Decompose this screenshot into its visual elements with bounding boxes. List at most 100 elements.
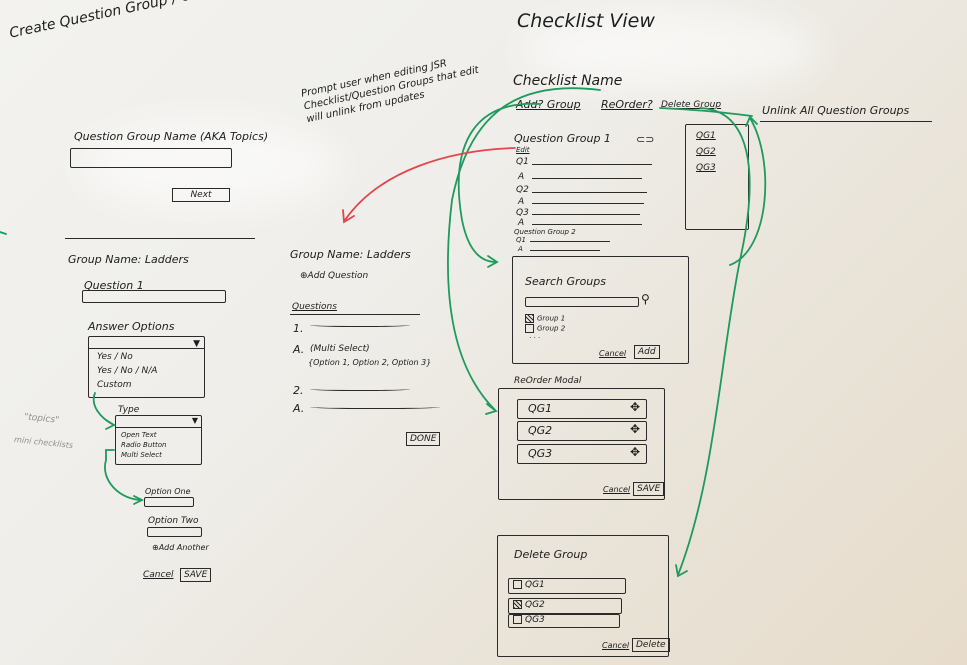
cancel-link[interactable]: Cancel	[602, 641, 630, 650]
edit-link[interactable]: Edit	[516, 146, 530, 154]
questions-label: Questions	[292, 302, 337, 312]
search-groups-title: Search Groups	[525, 275, 606, 288]
cancel-link[interactable]: Cancel	[143, 570, 174, 580]
answer-2-label: A.	[293, 402, 305, 415]
checkbox-icon[interactable]	[525, 314, 534, 323]
delete-item[interactable]: QG2	[508, 598, 622, 614]
side-note-mini: mini checklists	[13, 434, 74, 451]
reorder-modal-title: ReOrder Modal	[514, 376, 582, 386]
line-label: A	[518, 245, 523, 253]
option-two-input[interactable]	[147, 527, 202, 537]
question-1-number: 1.	[293, 322, 304, 335]
arrow-add-to-search	[457, 103, 541, 263]
checkbox-icon[interactable]	[513, 600, 522, 609]
type-dropdown[interactable]: ▼ Open Text Radio Button Multi Select	[115, 415, 202, 465]
add-question-link[interactable]: ⊕Add Question	[300, 271, 369, 281]
delete-group-link[interactable]: Delete Group	[661, 100, 722, 110]
checkbox-icon[interactable]	[513, 580, 522, 589]
link-icon[interactable]: ⊂⊃	[636, 133, 655, 146]
group-sidebar: QG1 QG2 QG3	[685, 124, 749, 230]
question-2-number: 2.	[293, 384, 304, 397]
answer-options-text: {Option 1, Option 2, Option 3}	[308, 358, 432, 367]
cancel-link[interactable]: Cancel	[603, 485, 631, 494]
sidebar-item-qg2[interactable]: QG2	[696, 147, 716, 157]
sidebar-item-qg3[interactable]: QG3	[696, 163, 716, 173]
search-input[interactable]	[525, 297, 639, 307]
answer-options-dropdown[interactable]: ▼ Yes / No Yes / No / N/A Custom	[88, 336, 205, 398]
option-custom[interactable]: Custom	[97, 380, 132, 390]
delete-item[interactable]: QG1	[508, 578, 626, 594]
add-another-link[interactable]: ⊕Add Another	[152, 543, 209, 552]
glare	[80, 120, 340, 210]
line-label: A	[518, 197, 525, 207]
checklist-view-title: Checklist View	[517, 10, 655, 32]
checklist-name: Checklist Name	[513, 73, 623, 89]
divider	[65, 238, 255, 239]
glare	[520, 10, 820, 90]
arrow-head	[133, 495, 145, 505]
search-result-item[interactable]: Group 2	[525, 324, 565, 333]
question-1-text	[310, 322, 410, 327]
option-yes-no[interactable]: Yes / No	[97, 352, 133, 362]
option-one-input[interactable]	[144, 497, 194, 507]
delete-item[interactable]: QG3	[508, 614, 620, 628]
type-label: Type	[118, 405, 140, 415]
create-title: Create Question Group / Checklist	[8, 0, 245, 42]
checkbox-icon[interactable]	[525, 324, 534, 333]
arrow-head	[342, 209, 355, 224]
question-2-text	[310, 386, 410, 391]
answer-2-text	[310, 404, 440, 409]
line-label: A	[518, 172, 525, 182]
unlink-all-link[interactable]: Unlink All Question Groups	[762, 104, 910, 117]
drag-handle-icon[interactable]: ✥	[629, 445, 640, 459]
reorder-item[interactable]: QG2 ✥	[517, 421, 647, 441]
option-two-label: Option Two	[148, 516, 199, 526]
side-note-topics: "topics"	[23, 412, 60, 426]
multi-select-label: (Multi Select)	[310, 344, 370, 354]
delete-button[interactable]: Delete	[632, 638, 670, 652]
reorder-item[interactable]: QG3 ✥	[517, 444, 647, 464]
drag-handle-icon[interactable]: ✥	[629, 422, 640, 436]
arrow-head	[675, 564, 688, 578]
prompt-note: Prompt user when editing JSR Checklist/Q…	[300, 58, 480, 126]
reorder-item[interactable]: QG1 ✥	[517, 399, 647, 419]
sidebar-item-qg1[interactable]: QG1	[696, 131, 716, 141]
next-button[interactable]: Next	[172, 188, 230, 202]
option-yes-no-na[interactable]: Yes / No / N/A	[97, 366, 158, 376]
question-group-2-title: Question Group 2	[514, 228, 576, 236]
done-button[interactable]: DONE	[406, 432, 441, 446]
arrow-head	[487, 255, 499, 268]
line-label: Q1	[516, 157, 529, 167]
line-label: Q2	[516, 185, 529, 195]
type-radio-button[interactable]: Radio Button	[121, 441, 167, 449]
add-group-link[interactable]: Add? Group	[516, 98, 581, 111]
answer-1-label: A.	[293, 343, 305, 356]
dropdown-arrow-icon: ▼	[191, 416, 198, 425]
type-multi-select[interactable]: Multi Select	[121, 451, 162, 459]
line-label: Q3	[516, 208, 529, 218]
arrow-head	[485, 403, 498, 415]
arrow-edit-to-prompt	[344, 147, 516, 221]
delete-group-modal: Delete Group QG1 QG2 QG3 Cancel Delete	[497, 535, 670, 657]
search-result-item[interactable]: Group 1	[525, 314, 565, 323]
search-groups-modal: Search Groups ⚲ Group 1 Group 2 · · · Ca…	[512, 256, 689, 364]
search-icon[interactable]: ⚲	[641, 292, 650, 306]
type-open-text[interactable]: Open Text	[121, 431, 157, 439]
middle-group-name: Group Name: Ladders	[290, 248, 411, 261]
option-one-label: Option One	[145, 487, 191, 496]
delete-group-title: Delete Group	[514, 548, 588, 561]
reorder-modal: QG1 ✥ QG2 ✥ QG3 ✥ Cancel SAVE	[498, 388, 665, 500]
question-1-input[interactable]	[82, 290, 226, 303]
drag-handle-icon[interactable]: ✥	[629, 400, 640, 414]
checkbox-icon[interactable]	[513, 615, 522, 624]
reorder-link[interactable]: ReOrder?	[601, 98, 653, 111]
line-label: A	[518, 218, 525, 228]
save-button[interactable]: SAVE	[633, 482, 665, 496]
question-1-label: Question 1	[84, 279, 144, 292]
more-results: · · ·	[529, 334, 541, 342]
add-button[interactable]: Add	[634, 345, 660, 359]
save-button[interactable]: SAVE	[180, 568, 212, 582]
dropdown-arrow-icon: ▼	[193, 339, 200, 349]
group-name-input[interactable]	[70, 148, 232, 168]
cancel-link[interactable]: Cancel	[599, 349, 627, 358]
